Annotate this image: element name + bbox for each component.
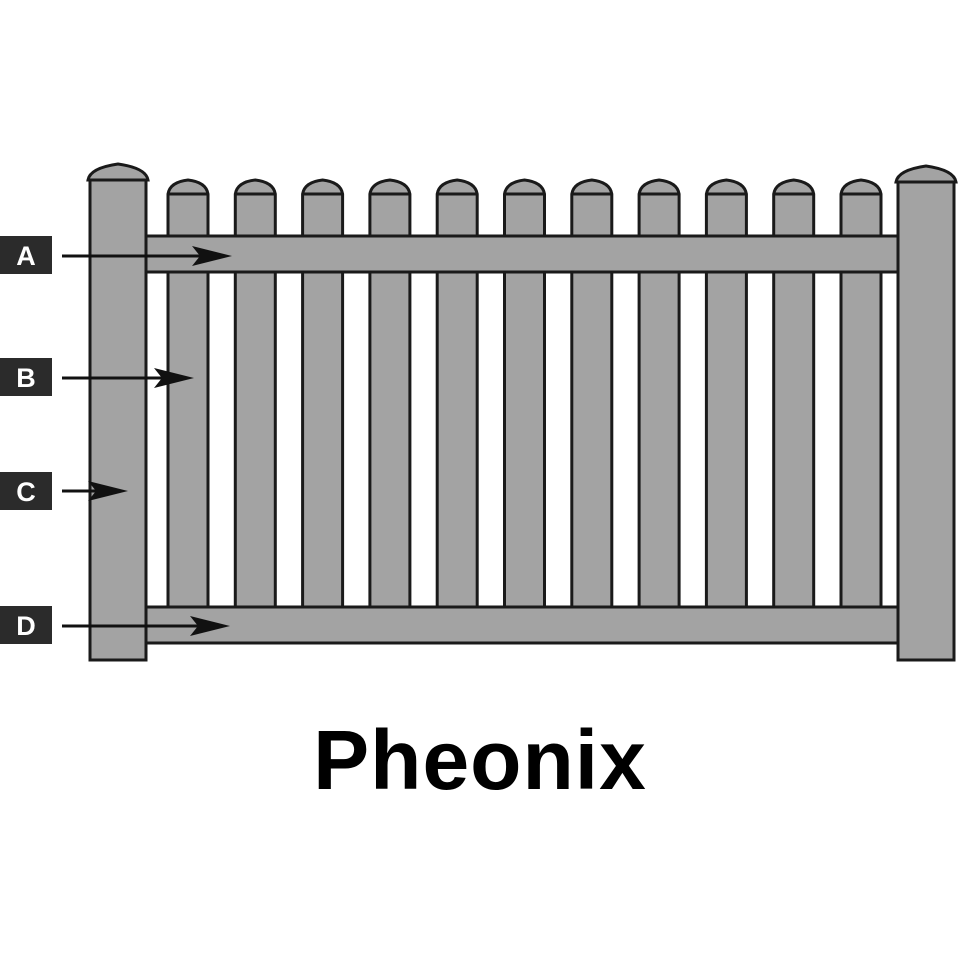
picket xyxy=(368,178,412,610)
picket xyxy=(570,178,614,610)
picket xyxy=(166,178,210,610)
picket xyxy=(704,178,748,610)
label-c: C xyxy=(0,472,52,510)
top-rail xyxy=(138,234,904,274)
bottom-rail xyxy=(138,605,904,645)
right-post xyxy=(896,178,956,662)
picket xyxy=(503,178,546,610)
right-post-cap xyxy=(894,164,958,184)
picket xyxy=(637,178,681,610)
label-b: B xyxy=(0,358,52,396)
picket xyxy=(839,178,883,610)
label-b-text: B xyxy=(16,363,36,393)
label-d-text: D xyxy=(16,611,36,641)
arrow-a xyxy=(62,246,232,266)
label-a-text: A xyxy=(16,241,36,271)
arrow-c xyxy=(62,481,128,501)
picket xyxy=(435,178,479,610)
arrow-d xyxy=(62,616,230,636)
picket-group xyxy=(166,178,883,610)
picket xyxy=(233,178,277,610)
label-c-text: C xyxy=(16,477,36,507)
left-post xyxy=(88,176,148,662)
fence-style-name: Pheonix xyxy=(313,713,647,807)
picket xyxy=(772,178,816,610)
picket xyxy=(301,178,345,610)
left-post-cap xyxy=(86,162,150,182)
label-a: A xyxy=(0,236,52,274)
arrow-b xyxy=(62,368,194,388)
label-d: D xyxy=(0,606,52,644)
